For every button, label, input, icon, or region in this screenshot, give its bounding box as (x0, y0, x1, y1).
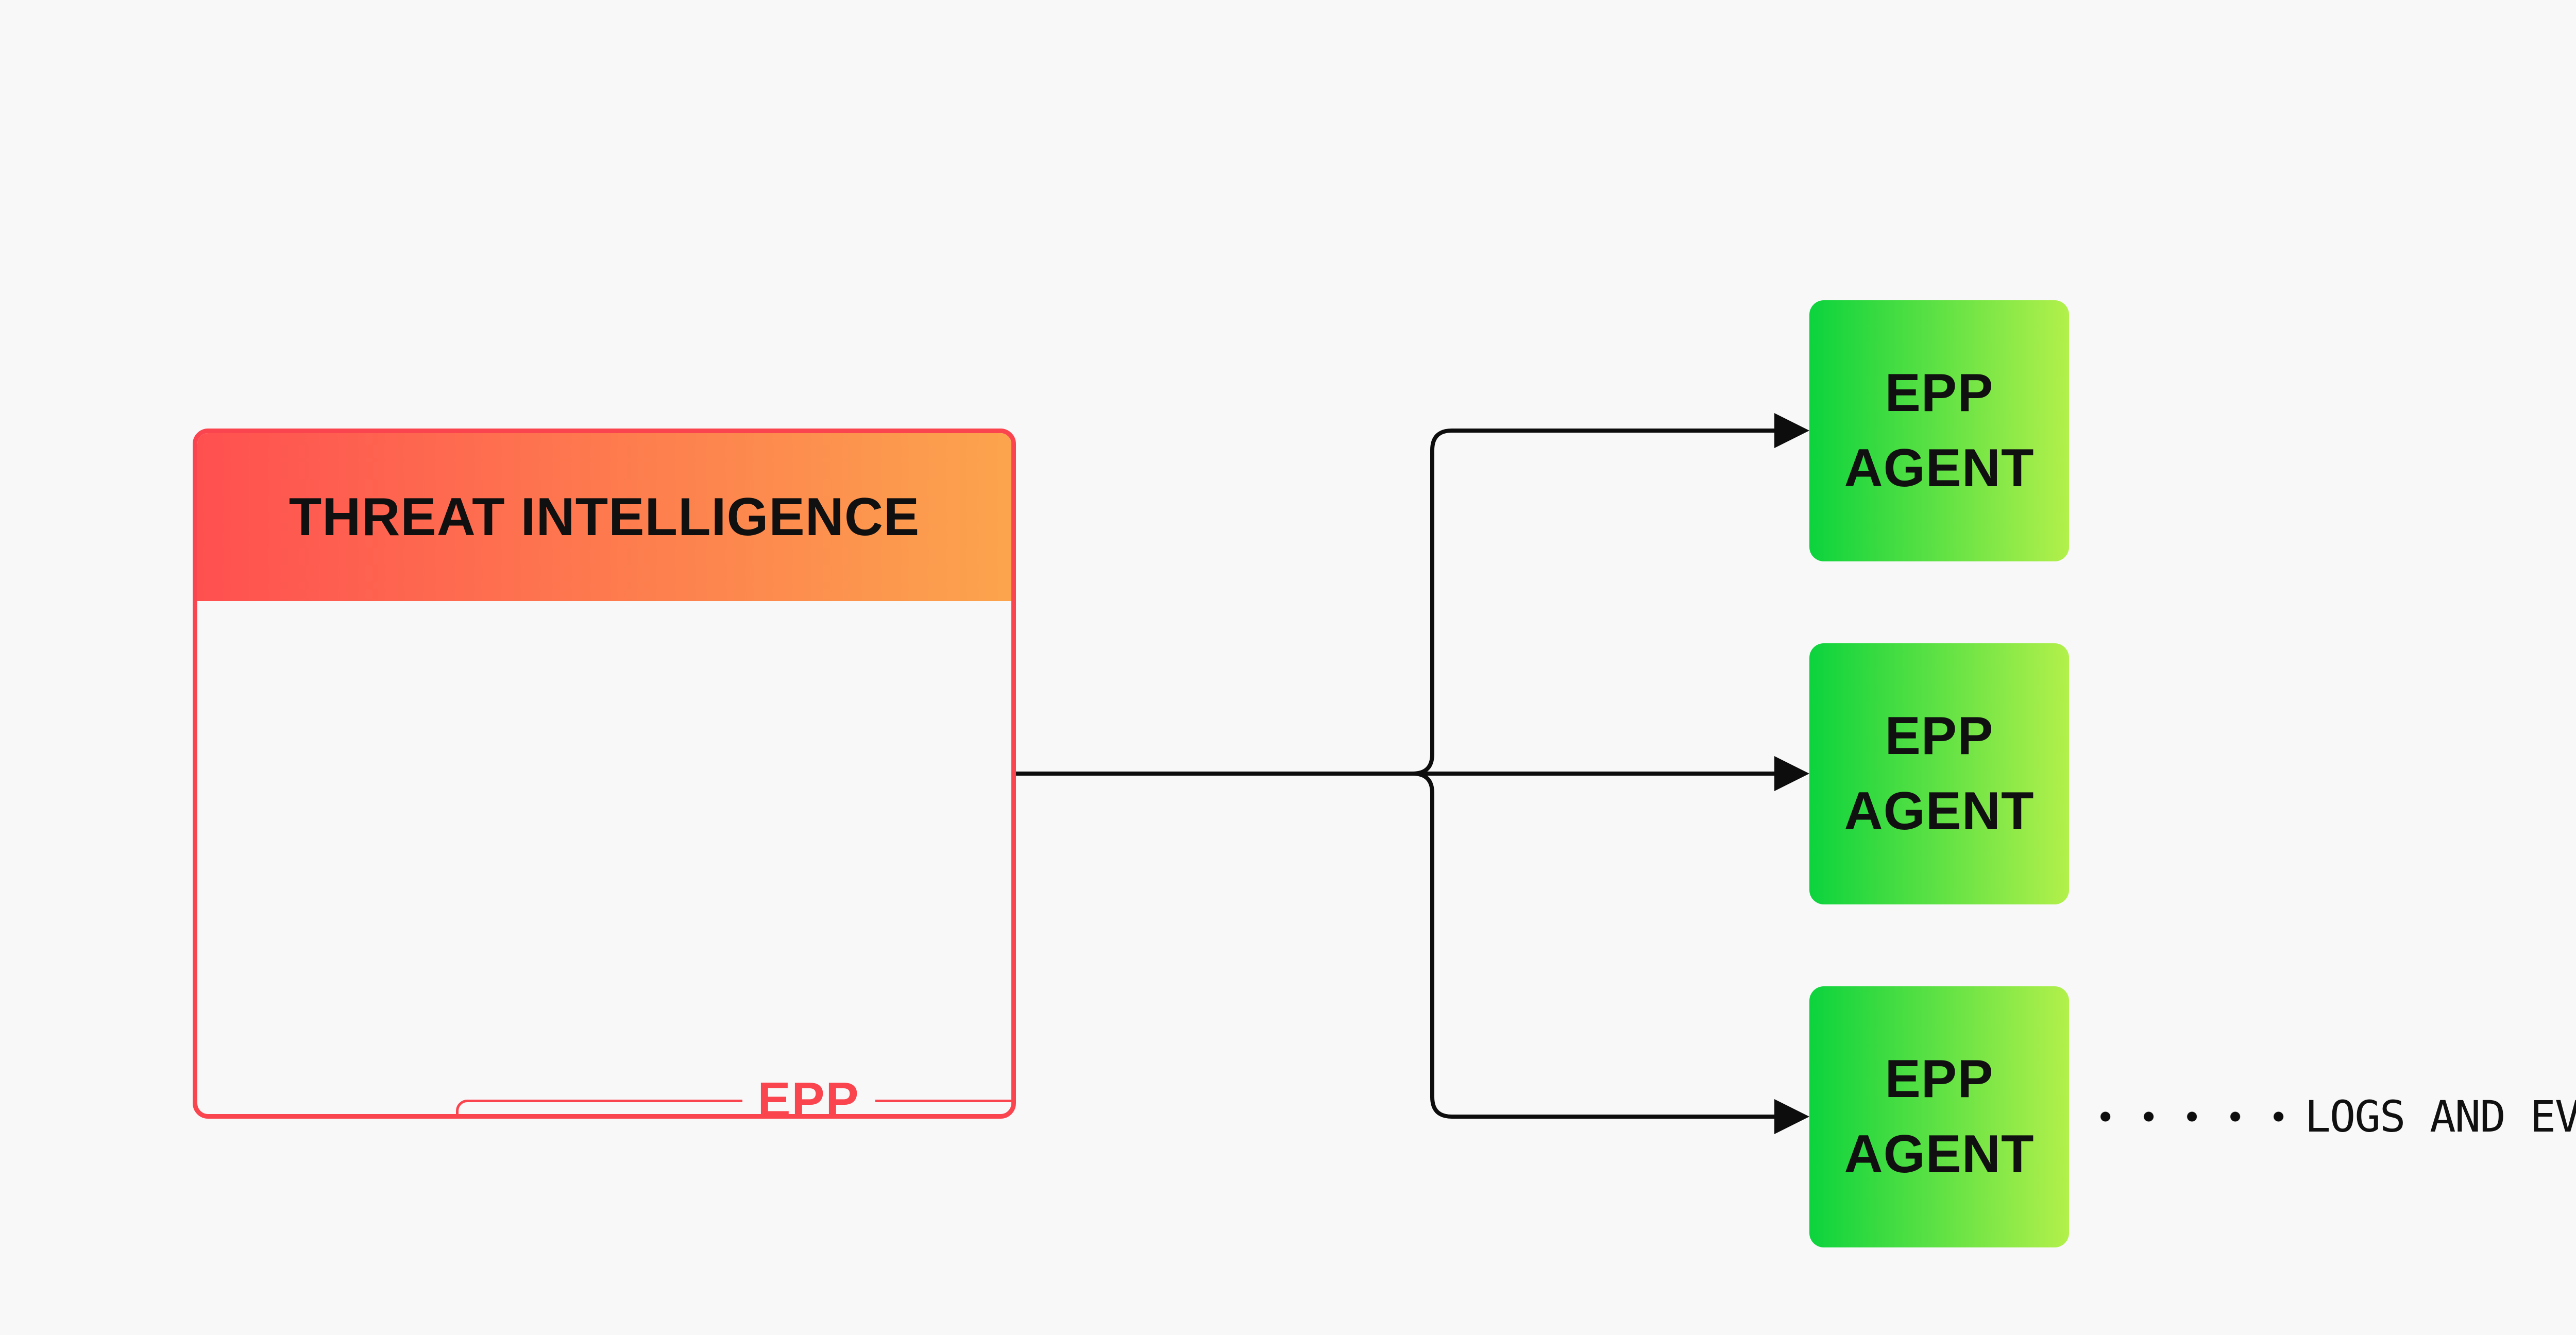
epp-agent-label-2: EPP AGENT (1844, 706, 2035, 841)
epp-agent-label-1: EPP AGENT (1844, 363, 2035, 498)
epp-group-box: EPP EDR XDR (456, 1075, 1011, 1114)
logs-and-events-label: LOGS AND EVENTS (2304, 1091, 2576, 1142)
epp-agent-label-3: EPP AGENT (1844, 1049, 2035, 1184)
threat-intelligence-box: THREAT INTELLIGENCE EPP EDR XDR (193, 429, 1016, 1119)
epp-agent-box-1: EPP AGENT (1809, 300, 2069, 561)
dotted-line-left (2084, 1095, 2300, 1138)
threat-intelligence-header: THREAT INTELLIGENCE (197, 433, 1011, 601)
connector-top-branch (1014, 429, 1777, 776)
logs-and-events-flow: LOGS AND EVENTS (2084, 1091, 2576, 1142)
threat-intelligence-title: THREAT INTELLIGENCE (289, 487, 920, 547)
epp-agent-box-2: EPP AGENT (1809, 643, 2069, 904)
connector-bottom-branch (1014, 772, 1777, 1119)
arrowhead-bottom-icon (1774, 1099, 1809, 1134)
arrowhead-top-icon (1774, 413, 1809, 448)
arrowhead-middle-icon (1774, 756, 1809, 791)
epp-group-label: EPP (742, 1075, 875, 1114)
epp-agent-box-3: EPP AGENT (1809, 986, 2069, 1247)
